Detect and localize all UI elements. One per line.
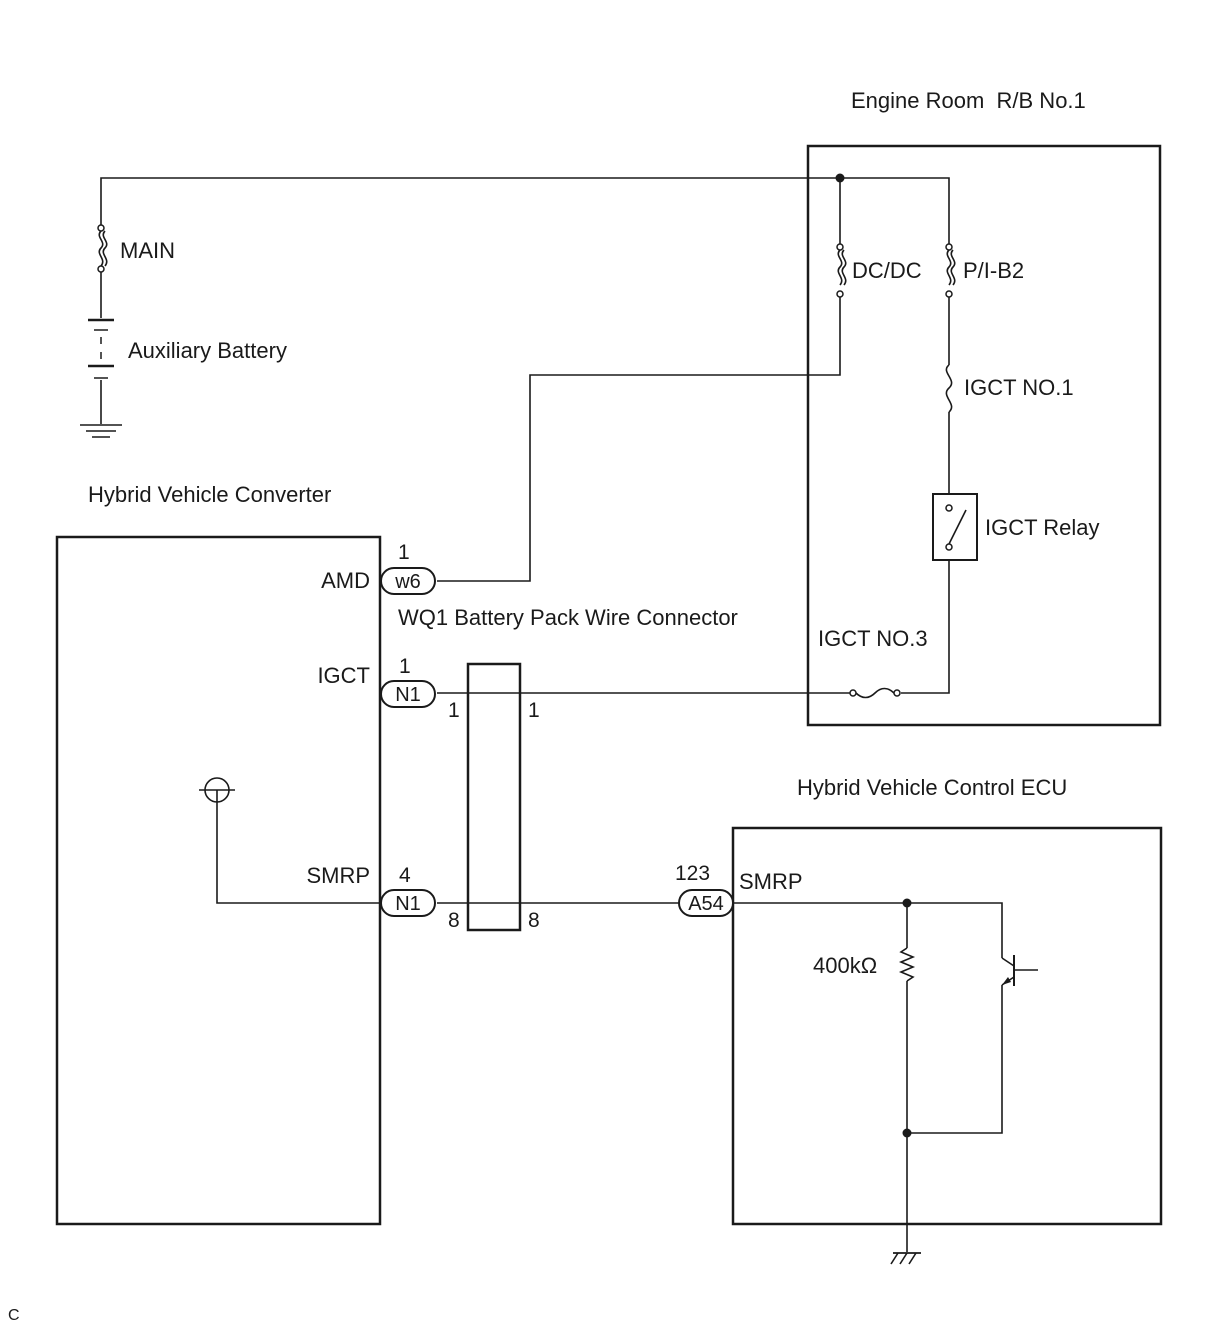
n1-connector-igct-label: N1 — [395, 684, 421, 706]
ecu-smrp-pin-name: SMRP — [739, 869, 803, 894]
wq1-connector-box — [466, 662, 522, 932]
converter-internal-circuit — [199, 777, 381, 904]
ecu-pin-number: 123 — [675, 862, 710, 885]
auxiliary-battery-label: Auxiliary Battery — [128, 338, 287, 363]
transistor-icon — [1001, 955, 1038, 986]
engine-room-relay-box — [806, 144, 1162, 727]
hybrid-vehicle-converter-title: Hybrid Vehicle Converter — [88, 482, 331, 507]
igct-no3-fuse-label: IGCT NO.3 — [818, 626, 928, 651]
hybrid-vehicle-control-ecu-box — [731, 826, 1163, 1226]
engine-room-relay-box-title: Engine Room R/B No.1 — [851, 88, 1086, 113]
ecu-internal-circuit — [733, 898, 1003, 1252]
hybrid-vehicle-converter-box — [55, 535, 382, 1226]
w6-connector-label: w6 — [394, 571, 421, 593]
amd-wire — [437, 297, 841, 582]
corner-mark: C — [8, 1307, 20, 1324]
amd-pin-number: 1 — [398, 541, 410, 564]
w6-connector: w6 — [380, 567, 436, 595]
igct-no3-fuse-symbol — [849, 687, 901, 699]
resistor-label: 400kΩ — [813, 953, 877, 978]
wq1-connector-title: WQ1 Battery Pack Wire Connector — [398, 605, 738, 630]
n1-connector-smrp-label: N1 — [395, 893, 421, 915]
wq1-pin-smrp-left: 8 — [448, 909, 460, 932]
n1-connector-smrp: N1 — [380, 889, 436, 917]
battery-positive-wire — [100, 173, 950, 244]
smrp-pin-name: SMRP — [306, 863, 370, 888]
main-fuse-label: MAIN — [120, 238, 175, 263]
wq1-pin-igct-left: 1 — [448, 699, 460, 722]
ground-icon — [80, 424, 122, 438]
n1-connector-igct: N1 — [380, 680, 436, 708]
igct-no1-fuse-symbol — [945, 364, 953, 413]
igct-pin-number: 1 — [399, 655, 411, 678]
wq1-pin-smrp-right: 8 — [528, 909, 540, 932]
chassis-ground-icon — [890, 1252, 921, 1265]
igct-relay-label: IGCT Relay — [985, 515, 1100, 540]
a54-connector: A54 — [678, 889, 734, 917]
dcdc-fuse-label: DC/DC — [852, 258, 922, 283]
auxiliary-battery-symbol — [88, 272, 114, 424]
smrp-pin-number: 4 — [399, 864, 411, 887]
igct-no1-fuse-label: IGCT NO.1 — [964, 375, 1074, 400]
wq1-pin-igct-right: 1 — [528, 699, 540, 722]
pib2-fuse-symbol — [945, 243, 956, 298]
pib2-fuse-label: P/I-B2 — [963, 258, 1024, 283]
main-fuse-symbol — [97, 224, 108, 273]
igct-relay-symbol — [932, 493, 978, 561]
a54-connector-label: A54 — [688, 893, 724, 915]
amd-pin-name: AMD — [321, 568, 370, 593]
igct-pin-name: IGCT — [317, 663, 370, 688]
hybrid-vehicle-control-ecu-title: Hybrid Vehicle Control ECU — [797, 775, 1067, 800]
dcdc-fuse-symbol — [836, 243, 847, 298]
